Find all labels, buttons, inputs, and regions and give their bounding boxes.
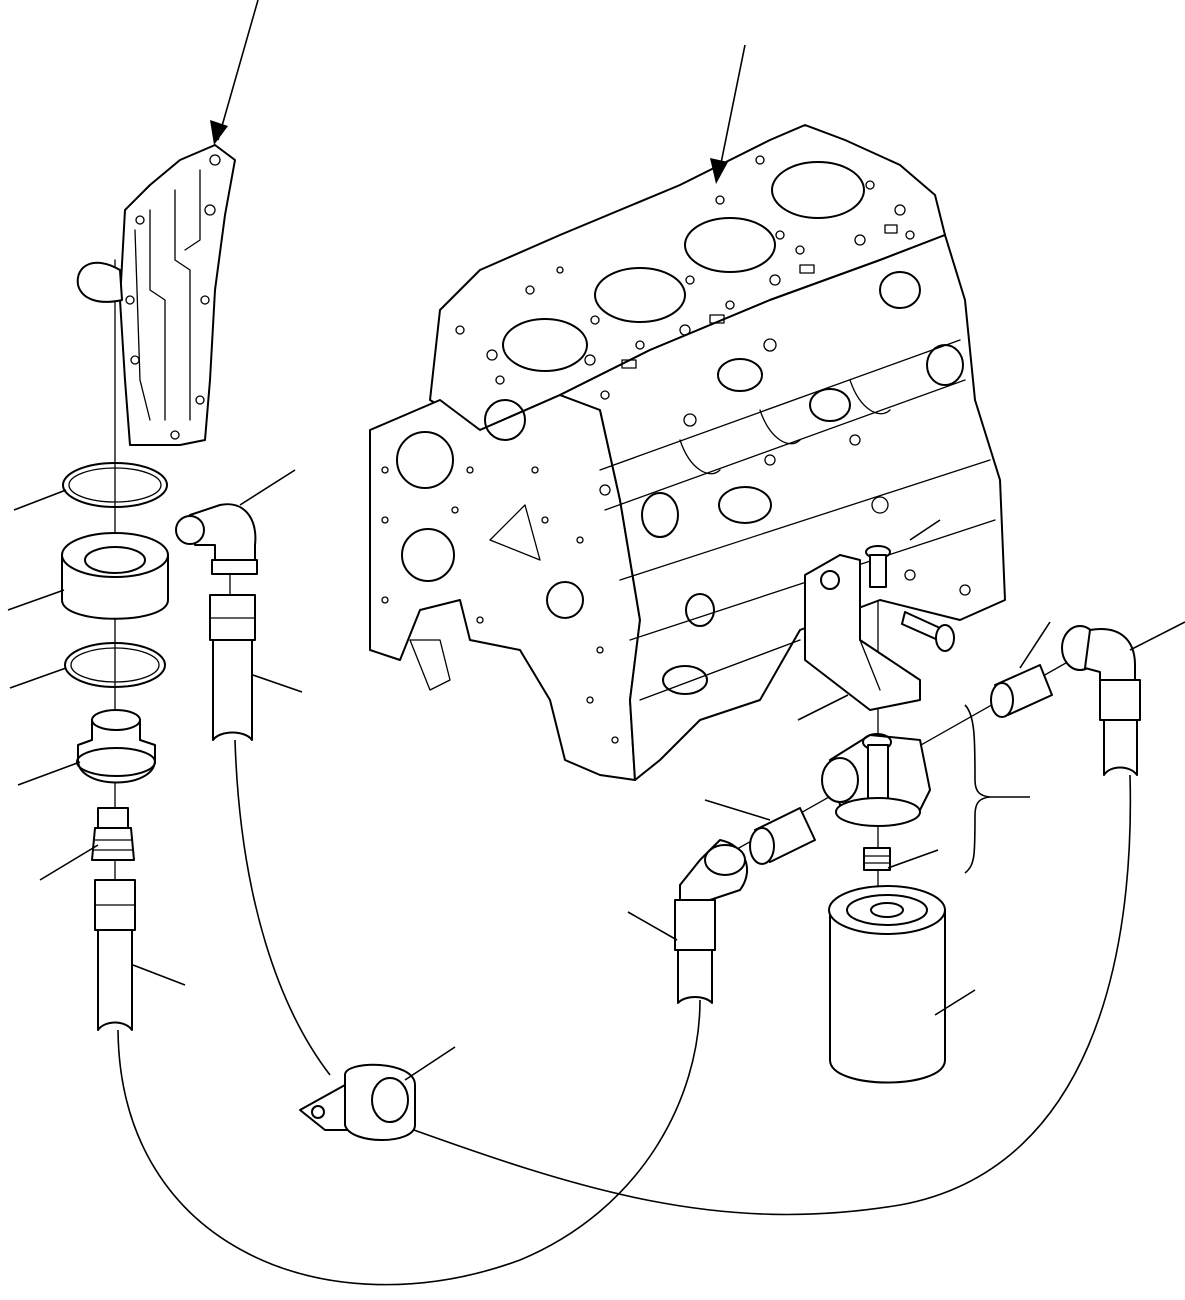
front-bore-small [484, 399, 526, 441]
o-ring-lower [64, 642, 166, 688]
elbow-upper [175, 503, 258, 575]
leader-bracket [797, 694, 849, 721]
leader-front-cover [217, 0, 259, 141]
clamp [299, 1063, 416, 1141]
leader-bolt [909, 519, 941, 541]
bracket [804, 554, 921, 711]
connector-left [91, 807, 135, 861]
o-ring-lower-inner [70, 647, 160, 683]
side-holes [599, 338, 971, 596]
block-front-face [369, 394, 641, 781]
front-cover-body [119, 144, 236, 446]
connector-right-a [749, 807, 816, 865]
leader-spacer [7, 589, 65, 611]
o-ring-upper [62, 462, 168, 508]
cylinder-bore-4 [771, 161, 865, 219]
hose-right [1099, 679, 1141, 776]
leader-connector-right-a [704, 799, 771, 821]
connector-right-b [990, 664, 1053, 718]
leader-elbow-upper [239, 469, 296, 506]
arrowhead-engine-block [710, 158, 728, 184]
bolt-horizontal [901, 611, 955, 652]
hose-route-right [399, 774, 1132, 1216]
engine-block [369, 124, 1006, 781]
leader-o-ring-upper [13, 489, 67, 511]
leader-clamp [404, 1046, 456, 1081]
hose-left [94, 879, 136, 1031]
leader-connector-left [39, 844, 99, 881]
leader-hose-middle [627, 911, 678, 941]
cylinder-bore-2 [594, 267, 686, 323]
nipple [863, 847, 891, 871]
leader-lines [7, 0, 1185, 1081]
oil-filter [828, 885, 946, 1084]
cylinder-bore-3 [684, 217, 776, 273]
leader-nipple [887, 849, 939, 869]
front-cover-channels [125, 154, 221, 440]
block-side-face [559, 234, 1006, 781]
filter-head [821, 733, 931, 827]
leader-hose-upper [252, 674, 303, 693]
adapter-left [76, 709, 156, 784]
front-bolt-holes [381, 466, 619, 744]
front-hole [546, 581, 584, 619]
leader-o-ring-lower [9, 667, 67, 689]
o-ring-upper-inner [68, 467, 162, 503]
deck-holes [455, 155, 915, 400]
front-triangle-rib [489, 504, 541, 561]
hose-upper [209, 594, 256, 741]
elbow-middle [679, 839, 749, 906]
front-bore-large [396, 431, 454, 489]
front-lug [409, 639, 451, 691]
bolt-vertical [865, 545, 891, 588]
cylinder-bore-1 [502, 318, 588, 372]
leader-adapter [17, 761, 81, 786]
leader-hose-left [132, 964, 186, 986]
hose-routes [117, 739, 1132, 1286]
hose-route-left [117, 999, 701, 1286]
front-cover-lug [76, 261, 123, 303]
front-boss [401, 528, 455, 582]
leader-oil-filter [934, 989, 976, 1016]
side-bosses [641, 271, 964, 695]
leader-elbow-right [1129, 621, 1185, 651]
front-cover [76, 144, 236, 446]
leader-connector-right-b [1019, 621, 1051, 669]
hose-route-upper [234, 739, 331, 1076]
assembly-brace [964, 704, 991, 874]
hose-middle [674, 899, 716, 1004]
arrowhead-front-cover [210, 120, 228, 145]
leader-engine-block [717, 44, 746, 179]
spacer-collar [61, 532, 169, 620]
